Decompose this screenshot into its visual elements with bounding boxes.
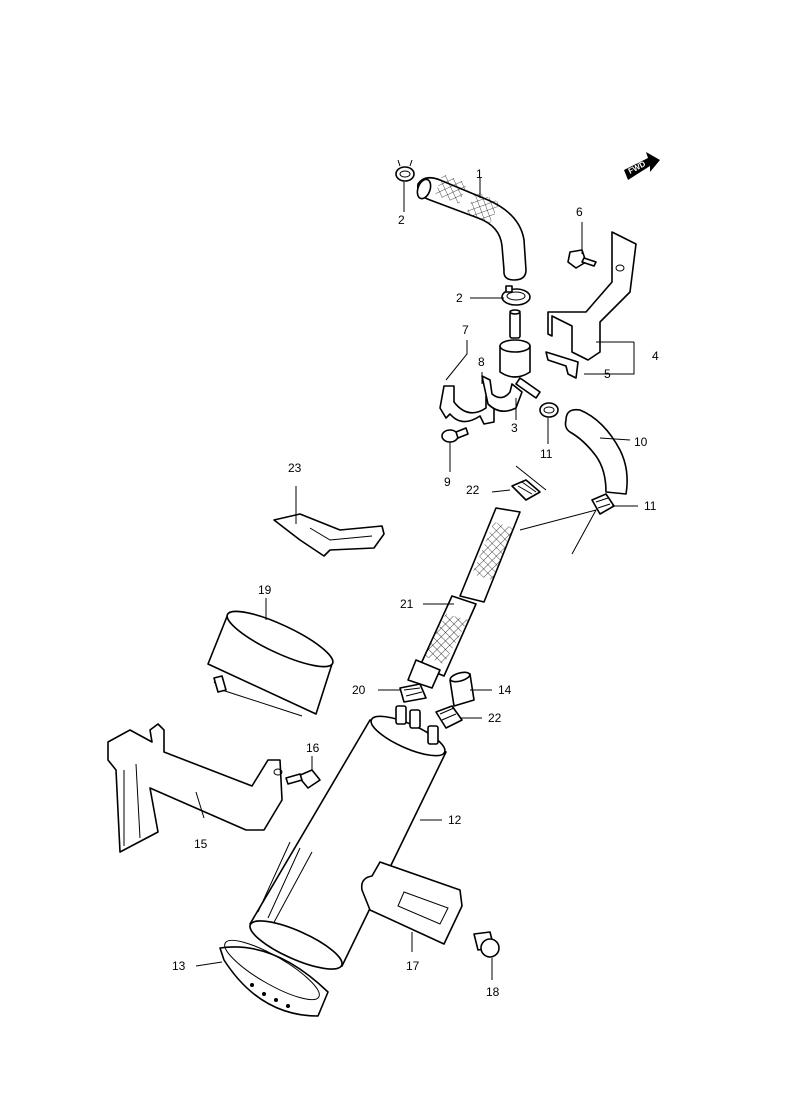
part-10-hose — [564, 408, 628, 495]
callout-22: 22 — [466, 483, 480, 497]
part-15-bracket — [107, 723, 283, 853]
leader-lines — [195, 178, 638, 980]
callout-9: 9 — [444, 475, 451, 489]
part-14-cap — [449, 671, 475, 707]
part-22-connector-upper — [511, 479, 541, 501]
callout-2: 2 — [398, 213, 405, 227]
callout-4: 4 — [652, 349, 659, 363]
callout-14: 14 — [498, 683, 512, 697]
callout-7: 7 — [462, 323, 469, 337]
part-8-clamp — [481, 375, 523, 412]
callout-1: 1 — [476, 167, 483, 181]
forward-arrow-icon: FWD — [624, 152, 660, 180]
part-21-hose-upper — [459, 507, 521, 603]
callout-18: 18 — [486, 985, 500, 999]
part-6-bolt — [567, 249, 597, 269]
callout-16: 16 — [306, 741, 320, 755]
callout-23: 23 — [288, 461, 302, 475]
part-1-hose — [416, 174, 527, 281]
part-5-clip — [545, 351, 579, 379]
part-18-screw — [473, 931, 500, 958]
part-12-canister — [249, 705, 447, 970]
callout-10: 10 — [634, 435, 648, 449]
callout-5: 5 — [604, 367, 611, 381]
callout-6: 6 — [576, 205, 583, 219]
callout-2: 2 — [456, 291, 463, 305]
part-2-clamp-lower — [501, 285, 531, 306]
part-4-bracket — [547, 231, 637, 361]
part-11-clamp-upper — [539, 402, 559, 418]
callout-11: 11 — [540, 447, 553, 461]
part-3-fuel-filter — [499, 309, 541, 399]
callout-11: 11 — [644, 499, 657, 513]
part-13-end-cap — [219, 939, 329, 1017]
part-20-connector — [399, 683, 427, 703]
callout-19: 19 — [258, 583, 272, 597]
callout-22: 22 — [488, 711, 502, 725]
callout-numbers: 2 1 2 3 4 5 6 7 8 9 10 11 11 12 13 14 15… — [172, 167, 659, 999]
part-22-connector-lower — [435, 705, 463, 729]
callout-12: 12 — [448, 813, 462, 827]
part-21-hose-lower — [407, 595, 477, 689]
part-17-strap — [360, 861, 463, 945]
part-23-bracket — [273, 513, 385, 557]
part-19-band — [207, 610, 334, 717]
callout-8: 8 — [478, 355, 485, 369]
part-2-clamp-upper — [395, 159, 415, 182]
part-7-clamp-bracket — [439, 385, 495, 425]
callout-20: 20 — [352, 683, 366, 697]
callout-17: 17 — [406, 959, 420, 973]
callout-15: 15 — [194, 837, 208, 851]
part-16-bolt — [285, 769, 321, 789]
callout-3: 3 — [511, 421, 518, 435]
callout-13: 13 — [172, 959, 186, 973]
callout-21: 21 — [400, 597, 414, 611]
part-9-screw — [441, 427, 469, 443]
